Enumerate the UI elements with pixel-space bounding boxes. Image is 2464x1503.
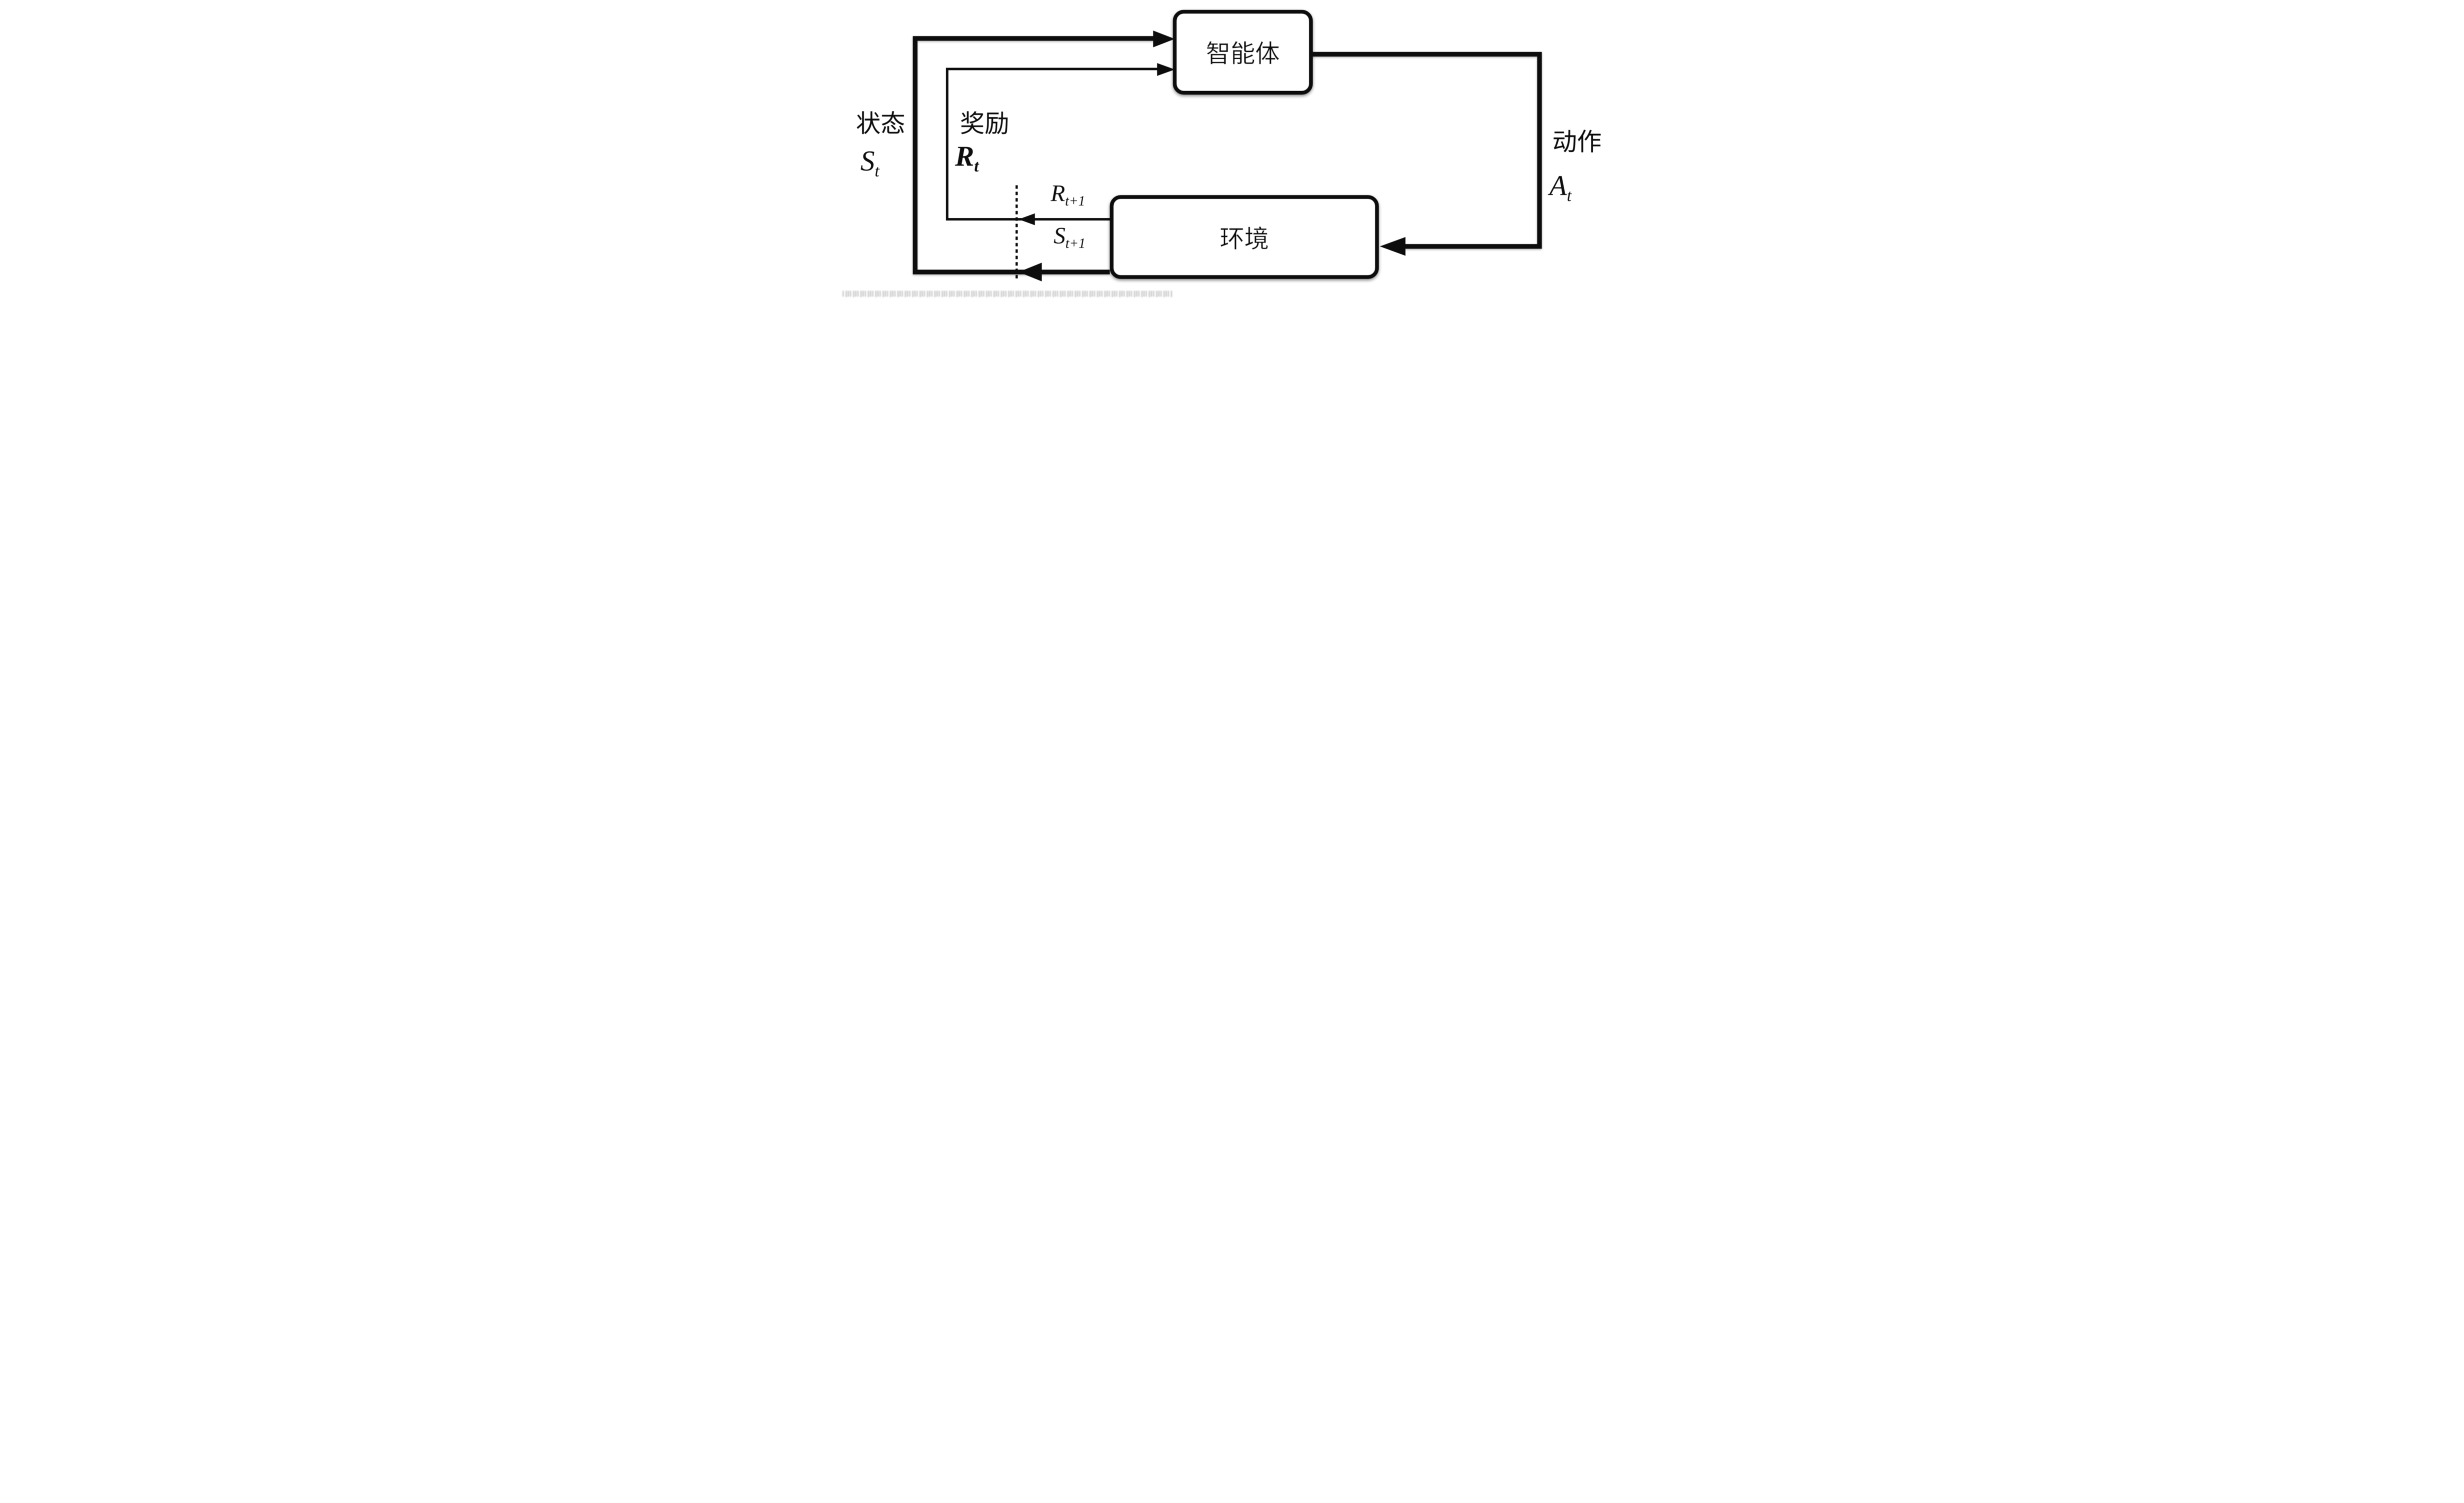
action-into-environment-arrowhead-icon: [1380, 237, 1405, 256]
next-state-symbol: St+1: [1054, 223, 1086, 251]
reward-symbol: Rt: [955, 140, 980, 175]
action-loop-line: [1311, 52, 1542, 249]
action-label-cn: 动作: [1552, 128, 1602, 156]
next-reward-symbol: Rt+1: [1050, 180, 1085, 209]
environment-box: [1110, 195, 1379, 279]
next-reward-arrowhead-icon: [1019, 213, 1035, 225]
state-loop-line: [913, 36, 1157, 274]
next-state-arrowhead-icon: [1019, 263, 1042, 281]
agent-label: 智能体: [1206, 40, 1280, 68]
reward-label-cn: 奖励: [960, 110, 1009, 137]
diagram-canvas: 智能体 环境 状态 St 奖励 Rt 动作 At Rt+1 St+1: [838, 0, 1626, 301]
state-into-agent-arrowhead-icon: [1153, 31, 1175, 47]
state-label-cn: 状态: [856, 110, 905, 137]
reward-into-agent-arrowhead-icon: [1157, 63, 1175, 76]
agent-box: [1173, 10, 1313, 95]
rl-agent-environment-diagram: 智能体 环境 状态 St 奖励 Rt 动作 At Rt+1 St+1: [838, 0, 1626, 301]
state-symbol: St: [860, 145, 880, 180]
action-symbol: At: [1547, 170, 1572, 205]
cropped-caption-artifact: [842, 291, 1173, 297]
environment-label: 环境: [1220, 225, 1269, 253]
